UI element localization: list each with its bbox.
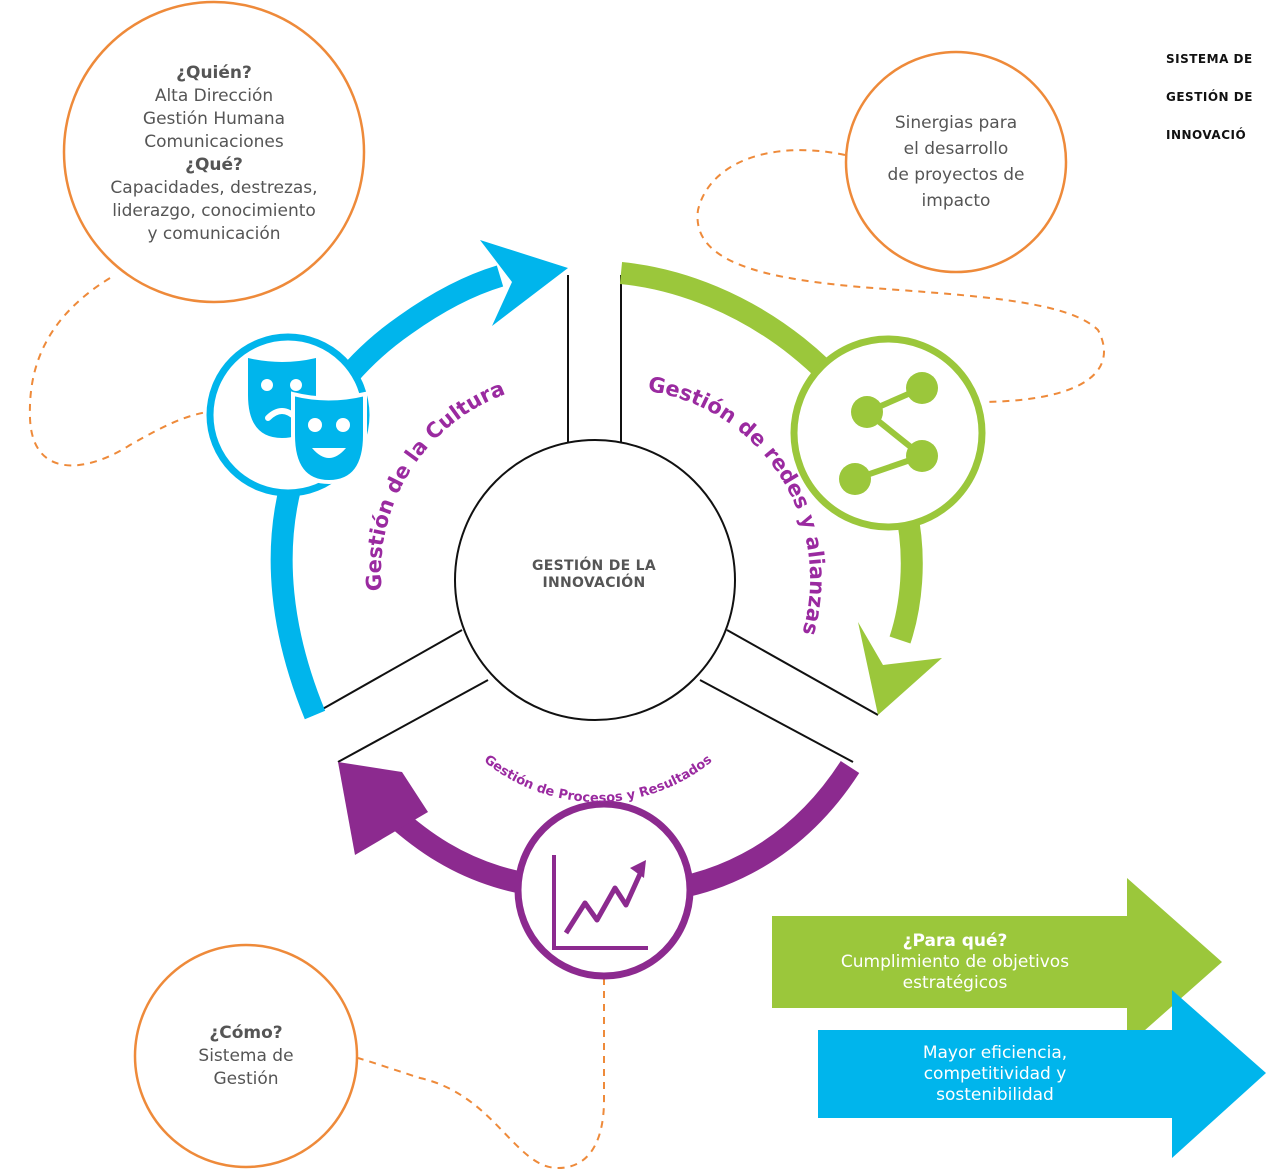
- who-what-callout: ¿Quién? Alta Dirección Gestión Humana Co…: [90, 62, 338, 246]
- purpose-answer-2: estratégicos: [902, 973, 1008, 993]
- who-what-callout-circle: [62, 0, 366, 304]
- synergy-line-3: de proyectos de: [887, 165, 1025, 185]
- center-circle: [454, 439, 736, 721]
- center-title-line-1: GESTIÓN DE LA: [531, 558, 657, 574]
- how-callout: ¿Cómo? Sistema de Gestión: [166, 1022, 326, 1091]
- rising-chart-icon: [514, 800, 694, 980]
- synergy-line-2: el desarrollo: [903, 139, 1009, 159]
- culture-dashed-connector: [28, 277, 208, 467]
- purpose-answer-1: Cumplimiento de objetivos: [840, 952, 1070, 972]
- purpose-arrow: [772, 878, 1222, 1046]
- result-arrow: [818, 990, 1266, 1158]
- how-question: ¿Cómo?: [209, 1023, 283, 1043]
- result-arrow-text: Mayor eficiencia, competitividad y soste…: [880, 1043, 1110, 1106]
- theater-masks-icon: [206, 333, 370, 497]
- what-answer-3: y comunicación: [147, 224, 281, 244]
- what-answer-1: Capacidades, destrezas,: [110, 178, 318, 198]
- synergy-callout-circle: [844, 50, 1068, 274]
- result-line-3: sostenibilidad: [936, 1085, 1054, 1105]
- result-line-2: competitividad y: [923, 1064, 1067, 1084]
- how-answer-1: Sistema de: [198, 1046, 294, 1066]
- who-answer-3: Comunicaciones: [144, 132, 284, 152]
- purpose-arrow-text: ¿Para qué? Cumplimiento de objetivos est…: [790, 931, 1120, 994]
- who-answer-1: Alta Dirección: [154, 86, 274, 106]
- how-answer-2: Gestión: [213, 1069, 279, 1089]
- synergy-line-1: Sinergias para: [894, 113, 1018, 133]
- purpose-question: ¿Para qué?: [902, 931, 1008, 951]
- center-title-line-2: INNOVACIÓN: [542, 575, 646, 591]
- result-line-1: Mayor eficiencia,: [922, 1043, 1068, 1063]
- segment-outlines: [311, 275, 879, 763]
- what-answer-2: liderazgo, conocimiento: [112, 201, 316, 221]
- who-answer-2: Gestión Humana: [142, 109, 286, 129]
- networks-dashed-connector: [696, 149, 1105, 403]
- side-title-line-1: SISTEMA DE: [1166, 52, 1253, 66]
- who-question: ¿Quién?: [176, 63, 252, 83]
- side-title-line-3: INNOVACIÓ: [1166, 128, 1247, 142]
- processes-dashed-connector: [357, 965, 605, 1170]
- share-network-icon: [790, 335, 986, 531]
- synergy-callout: Sinergias para el desarrollo de proyecto…: [866, 110, 1046, 214]
- processes-segment-label: Gestión de Procesos y Resultados: [481, 752, 715, 806]
- center-title: GESTIÓN DE LA INNOVACIÓN: [494, 558, 694, 592]
- what-question: ¿Qué?: [185, 155, 243, 175]
- side-title-line-2: GESTIÓN DE: [1166, 90, 1253, 104]
- how-callout-circle: [133, 943, 359, 1169]
- synergy-line-4: impacto: [921, 191, 991, 211]
